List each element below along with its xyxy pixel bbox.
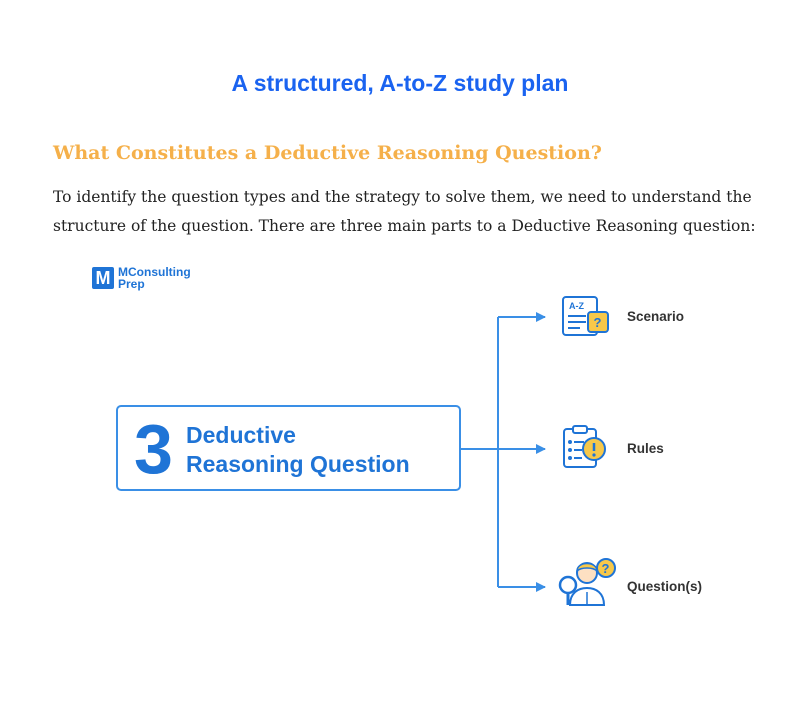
parts-count-number: 3 [134, 410, 173, 488]
branch-label-rules: Rules [627, 441, 664, 456]
box-label-line-1: Deductive [186, 422, 296, 448]
clipboard-alert-icon [563, 425, 606, 468]
branch-label-questions: Question(s) [627, 579, 703, 594]
mconsulting-prep-logo: M MConsulting Prep [92, 266, 191, 290]
branch-label-scenario: Scenario [627, 309, 685, 324]
intro-paragraph: To identify the question types and the s… [53, 183, 773, 241]
box-label-line-2: Reasoning Question [186, 451, 410, 477]
section-title: What Constitutes a Deductive Reasoning Q… [53, 142, 602, 164]
logo-line-1: MConsulting [118, 265, 191, 279]
person-magnifier-question-icon: ? [558, 558, 616, 606]
a-to-z-icon-text: A-Z [569, 301, 584, 311]
svg-text:?: ? [594, 315, 602, 330]
box-label: Deductive Reasoning Question [186, 421, 410, 479]
a-to-z-document-icon: A-Z ? [562, 296, 609, 336]
logo-line-2: Prep [118, 277, 145, 291]
logo-mark: M [92, 267, 114, 289]
page-headline: A structured, A-to-Z study plan [231, 70, 569, 96]
intro-line-2: structure of the question. There are thr… [53, 217, 756, 235]
logo-text: MConsulting Prep [118, 266, 191, 290]
deductive-reasoning-box: 3 Deductive Reasoning Question [116, 405, 461, 491]
intro-line-1: To identify the question types and the s… [53, 188, 752, 206]
svg-text:?: ? [602, 561, 610, 576]
